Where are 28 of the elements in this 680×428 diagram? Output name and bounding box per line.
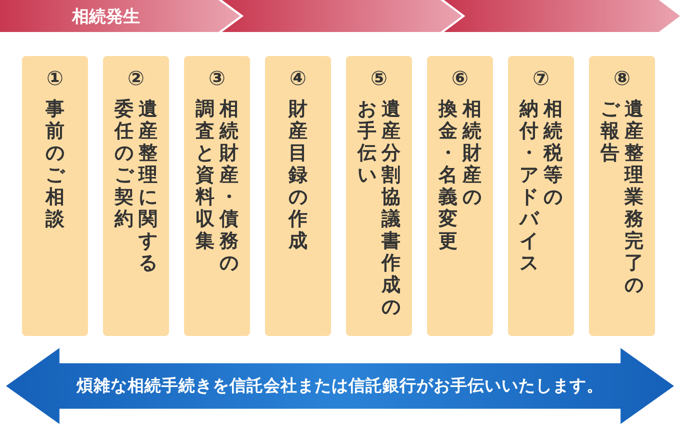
- chevron-band-segment: [0, 0, 240, 32]
- step-number: ①: [46, 66, 64, 90]
- step-number: ⑥: [452, 66, 468, 90]
- step-card: [265, 56, 331, 336]
- stage-label: 相続発生: [72, 6, 140, 28]
- step-text: 事前のご相談: [46, 98, 64, 230]
- step-card: [589, 56, 655, 336]
- step-text: 財産目録の作成: [288, 98, 308, 252]
- step-text: 遺産整理に関する委任のご契約: [114, 98, 158, 274]
- step-card: [22, 56, 88, 336]
- step-card: [508, 56, 574, 336]
- step-number: ④: [290, 66, 306, 90]
- step-card: [346, 56, 412, 336]
- chevron-band-segment: [444, 0, 680, 32]
- banner-text: 煩雑な相続手続きを信託会社または信託銀行がお手伝いいたします。: [76, 375, 604, 397]
- step-card: [184, 56, 250, 336]
- step-number: ⑦: [532, 66, 550, 90]
- step-text: 遺産整理業務完了のご報告: [600, 98, 644, 296]
- step-text: 相続税等の納付・アドバイス: [520, 98, 562, 274]
- step-text: 相続財産の換金・名義変更: [438, 98, 482, 252]
- step-number: ③: [208, 66, 226, 90]
- step-number: ⑤: [370, 66, 388, 90]
- step-number: ⑧: [614, 66, 630, 90]
- step-number: ②: [128, 66, 144, 90]
- step-card: [103, 56, 169, 336]
- step-text: 遺産分割協議書作成のお手伝い: [358, 98, 400, 318]
- step-text: 相続財産・債務の調査と資料収集: [196, 98, 238, 274]
- step-card: [427, 56, 493, 336]
